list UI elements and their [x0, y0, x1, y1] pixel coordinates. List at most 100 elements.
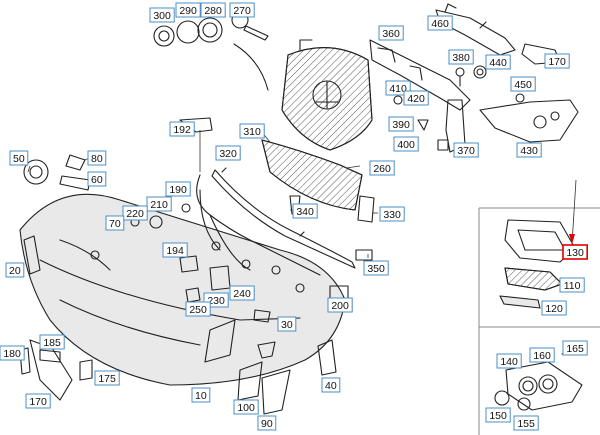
- callout-box: [327, 297, 353, 313]
- callout-box: [191, 387, 211, 403]
- callout-440: 440: [485, 54, 511, 70]
- callout-430: 430: [516, 142, 542, 158]
- callout-number: 80: [91, 153, 103, 165]
- callout-number: 30: [281, 319, 293, 331]
- callout-number: 140: [500, 356, 518, 368]
- callout-number: 210: [150, 199, 168, 211]
- callout-number: 160: [533, 350, 551, 362]
- callout-140: 140: [496, 353, 522, 369]
- callout-number: 150: [489, 410, 507, 422]
- callout-260: 260: [369, 160, 395, 176]
- callout-20: 20: [5, 262, 25, 278]
- callout-box: [257, 415, 277, 431]
- callout-box: [541, 300, 567, 316]
- callout-number: 450: [514, 79, 532, 91]
- callout-box: [169, 121, 195, 137]
- callout-box: [185, 301, 211, 317]
- callout-170: 170: [544, 53, 570, 69]
- callout-box: [277, 316, 297, 332]
- callout-box: [485, 54, 511, 70]
- callout-310: 310: [239, 123, 265, 139]
- callout-number: 440: [489, 57, 507, 69]
- callout-box: [513, 415, 539, 431]
- callout-number: 130: [566, 247, 584, 259]
- callout-130: 130: [562, 244, 589, 260]
- callout-155: 155: [513, 415, 539, 431]
- bumper-cover: [19, 193, 346, 386]
- callout-110: 110: [559, 277, 585, 293]
- washer-line: [233, 43, 269, 91]
- callout-number: 40: [325, 380, 337, 392]
- callout-190: 190: [165, 181, 191, 197]
- callout-box: [215, 145, 241, 161]
- callout-number: 460: [431, 18, 449, 30]
- callout-number: 180: [3, 348, 21, 360]
- callout-number: 100: [237, 402, 255, 414]
- callout-number: 400: [397, 139, 415, 151]
- callout-box: [9, 150, 29, 166]
- callout-box: [165, 181, 191, 197]
- callout-number: 330: [383, 209, 401, 221]
- callout-number: 250: [189, 304, 207, 316]
- callout-box: [378, 25, 404, 41]
- callout-box: [529, 347, 555, 363]
- callout-180: 180: [0, 345, 25, 361]
- callout-number: 90: [261, 418, 273, 430]
- callout-box: [175, 2, 201, 18]
- callout-box: [448, 49, 474, 65]
- callout-170: 170: [25, 393, 51, 409]
- callout-270: 270: [229, 2, 255, 18]
- callout-400: 400: [393, 136, 419, 152]
- callout-box: [105, 215, 125, 231]
- callout-number: 155: [517, 418, 535, 430]
- callout-70: 70: [105, 215, 125, 231]
- detail-panel-borders: [478, 207, 600, 435]
- callout-300: 300: [149, 7, 175, 23]
- callout-120: 120: [541, 300, 567, 316]
- callout-box: [562, 340, 588, 356]
- callout-box: [94, 370, 120, 386]
- callout-box: [229, 2, 255, 18]
- callout-192: 192: [169, 121, 195, 137]
- callout-390: 390: [388, 116, 414, 132]
- fasteners-top-right: [393, 65, 525, 151]
- grille: [281, 39, 373, 151]
- callout-number: 380: [452, 52, 470, 64]
- callout-box: [393, 136, 419, 152]
- callout-165: 165: [562, 340, 588, 356]
- callout-360: 360: [378, 25, 404, 41]
- callout-number: 192: [173, 124, 191, 136]
- callout-150: 150: [485, 407, 511, 423]
- callout-60: 60: [87, 171, 107, 187]
- callout-box: [427, 15, 453, 31]
- callout-number: 120: [545, 303, 563, 315]
- callout-290: 290: [175, 2, 201, 18]
- callout-10: 10: [191, 387, 211, 403]
- callout-box: [149, 7, 175, 23]
- callout-box: [122, 205, 148, 221]
- callout-box: [5, 262, 25, 278]
- side-bracket: [479, 99, 579, 143]
- lower-grille-mesh: [261, 139, 363, 211]
- callout-number: 280: [204, 5, 222, 17]
- callout-370: 370: [453, 142, 479, 158]
- callout-250: 250: [185, 301, 211, 317]
- sensor-harness: [130, 117, 321, 293]
- callout-number: 185: [43, 337, 61, 349]
- callout-box: [87, 171, 107, 187]
- callout-number: 170: [548, 56, 566, 68]
- callout-number: 110: [564, 280, 581, 292]
- callout-box: [453, 142, 479, 158]
- callout-350: 350: [363, 260, 389, 276]
- callout-box: [87, 150, 107, 166]
- callout-420: 420: [403, 90, 429, 106]
- callout-340: 340: [292, 203, 318, 219]
- callout-number: 20: [9, 265, 21, 277]
- callout-box: [321, 377, 341, 393]
- callout-box: [229, 285, 255, 301]
- callout-box: [562, 244, 589, 260]
- callout-number: 310: [243, 126, 261, 138]
- callout-number: 50: [13, 153, 25, 165]
- callout-380: 380: [448, 49, 474, 65]
